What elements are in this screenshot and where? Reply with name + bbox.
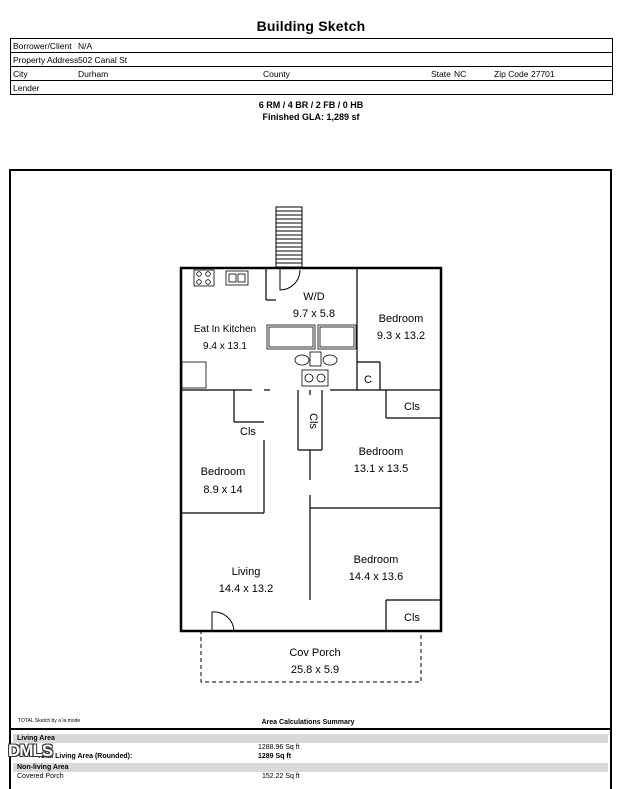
room-dims-w-d-0: 9.7 x 5.8 [293, 308, 335, 320]
property-info-table: Borrower/Client N/A Property Address 502… [10, 38, 613, 95]
state-value: NC [454, 69, 467, 79]
area-calculations-title: Area Calculations Summary [261, 719, 355, 726]
fixtures [181, 269, 357, 389]
page-title: Building Sketch [256, 18, 366, 34]
finished-gla: Finished GLA: 1,289 sf [262, 112, 360, 122]
room-dims-eat-in-kitchen-2: 9.4 x 13.1 [203, 341, 247, 352]
state-label: State [431, 69, 451, 79]
lender-label: Lender [13, 83, 40, 93]
walls [179, 266, 443, 633]
rounded-area-value: 1289 Sq ft [258, 753, 292, 760]
stairs [275, 206, 303, 269]
room-name-cov-porch-7: Cov Porch [289, 647, 340, 659]
address-label: Property Address [13, 55, 79, 65]
room-count: 6 RM / 4 BR / 2 FB / 0 HB [258, 100, 364, 110]
address-row: Property Address 502 Canal St [11, 53, 612, 67]
sketch-credit: TOTAL Sketch by a la mode [18, 718, 81, 724]
living-area-header: Living Area [13, 734, 608, 743]
borrower-label: Borrower/Client [13, 41, 72, 51]
borrower-row: Borrower/Client N/A [11, 39, 612, 53]
living-area-value: 1288.96 Sq ft [258, 744, 300, 751]
sketch-frame [9, 169, 612, 789]
borrower-value: N/A [78, 41, 93, 51]
doors [211, 268, 301, 632]
closet-label-2: Cls [240, 426, 256, 438]
zip-value: 27701 [531, 69, 555, 79]
mls-logo: DMLS [8, 741, 53, 760]
room-name-eat-in-kitchen-2: Eat In Kitchen [194, 324, 256, 335]
summary: 6 RM / 4 BR / 2 FB / 0 HB Finished GLA: … [0, 99, 622, 123]
room-name-bedroom-1: Bedroom [379, 313, 424, 325]
lender-row: Lender [11, 81, 612, 94]
room-name-w-d-0: W/D [303, 291, 324, 303]
closet-label-1: Cls [404, 401, 420, 413]
rounded-area-label: Total Living Area (Rounded): [37, 753, 133, 760]
county-label: County [263, 69, 290, 79]
room-name-bedroom-3: Bedroom [359, 446, 404, 458]
city-label: City [13, 69, 28, 79]
covered-porch-value: 152.22 Sq ft [262, 773, 300, 780]
closet-label-4: Cls [404, 612, 420, 624]
area-calculations: Living Area 1288.96 Sq ft Total Living A… [9, 728, 612, 789]
covered-porch-outline [200, 630, 422, 683]
room-dims-bedroom-3: 13.1 x 13.5 [354, 463, 408, 475]
room-dims-bedroom-4: 8.9 x 14 [203, 484, 242, 496]
room-dims-cov-porch-7: 25.8 x 5.9 [291, 664, 339, 676]
closet-label-3: Cls [307, 413, 319, 429]
covered-porch-label: Covered Porch [17, 773, 64, 780]
room-dims-living-5: 14.4 x 13.2 [219, 583, 273, 595]
zip-label: Zip Code [494, 69, 529, 79]
city-value: Durham [78, 69, 109, 79]
address-value: 502 Canal St [78, 55, 128, 65]
city-row: City Durham County State NC Zip Code 277… [11, 67, 612, 81]
room-name-bedroom-6: Bedroom [354, 554, 399, 566]
closet-label-0: C [364, 374, 372, 386]
room-dims-bedroom-6: 14.4 x 13.6 [349, 571, 403, 583]
room-name-living-5: Living [232, 566, 261, 578]
room-name-bedroom-4: Bedroom [201, 466, 246, 478]
nonliving-area-header: Non-living Area [13, 763, 608, 772]
room-dims-bedroom-1: 9.3 x 13.2 [377, 330, 425, 342]
